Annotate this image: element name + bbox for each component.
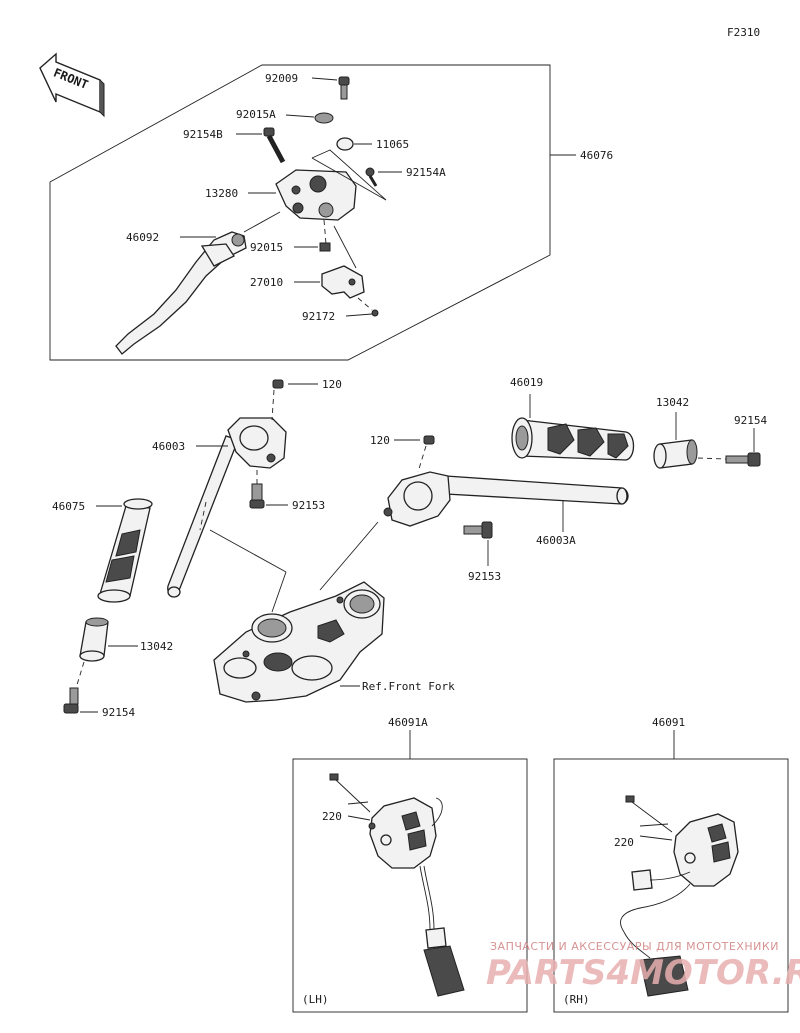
weight-13042-left bbox=[79, 617, 109, 662]
bolt-92153-right bbox=[463, 521, 493, 539]
nut-92015 bbox=[319, 219, 331, 252]
bolt-92154B bbox=[263, 127, 286, 164]
washer-92015A bbox=[314, 112, 334, 124]
bolt-92154-right bbox=[697, 428, 761, 467]
label-46003: 46003 bbox=[152, 440, 185, 453]
label-lh: (LH) bbox=[302, 993, 329, 1006]
grip-46019 bbox=[511, 394, 635, 461]
bolt-92154-left bbox=[63, 661, 85, 714]
label-46091: 46091 bbox=[652, 716, 685, 729]
label-13280: 13280 bbox=[205, 187, 238, 200]
bolt-92153-left bbox=[249, 470, 265, 509]
front-arrow-icon: FRONT bbox=[39, 52, 105, 118]
label-92154A: 92154A bbox=[406, 166, 446, 179]
grip-46075 bbox=[96, 498, 153, 603]
label-120-left: 120 bbox=[322, 378, 342, 391]
lever-46092 bbox=[115, 231, 247, 355]
label-46003A: 46003A bbox=[536, 534, 576, 547]
master-cylinder-13280 bbox=[275, 149, 387, 221]
screw-92172 bbox=[357, 297, 379, 317]
label-120-right: 120 bbox=[370, 434, 390, 447]
label-92153-left: 92153 bbox=[292, 499, 325, 512]
label-46075: 46075 bbox=[52, 500, 85, 513]
label-92015: 92015 bbox=[250, 241, 283, 254]
label-92015A: 92015A bbox=[236, 108, 276, 121]
label-46091A: 46091A bbox=[388, 716, 428, 729]
switch-46091 bbox=[620, 795, 739, 997]
watermark-line2: PARTS4MOTOR.RU bbox=[486, 953, 800, 993]
label-13042-right: 13042 bbox=[656, 396, 689, 409]
watermark-line1: ЗАПЧАСТИ И АКСЕССУАРЫ ДЛЯ МОТОТЕХНИКИ bbox=[490, 940, 779, 953]
cap-11065 bbox=[336, 137, 354, 151]
figure-code: F2310 bbox=[727, 26, 760, 39]
label-220-rh: 220 bbox=[614, 836, 634, 849]
label-46092: 46092 bbox=[126, 231, 159, 244]
label-46019: 46019 bbox=[510, 376, 543, 389]
switch-27010 bbox=[321, 225, 365, 299]
handlebar-46003A bbox=[319, 435, 629, 591]
label-92154B: 92154B bbox=[183, 128, 223, 141]
assembly-boundary-46076 bbox=[49, 64, 551, 361]
label-27010: 27010 bbox=[250, 276, 283, 289]
triple-clamp bbox=[213, 581, 385, 703]
label-92153-right: 92153 bbox=[468, 570, 501, 583]
weight-13042-right bbox=[653, 412, 698, 469]
label-92009: 92009 bbox=[265, 72, 298, 85]
label-11065: 11065 bbox=[376, 138, 409, 151]
label-92172: 92172 bbox=[302, 310, 335, 323]
label-rh: (RH) bbox=[563, 993, 590, 1006]
switch-46091A bbox=[329, 773, 465, 997]
rh-switch-box bbox=[553, 758, 789, 1013]
bolt-92009 bbox=[338, 76, 350, 100]
label-220-lh: 220 bbox=[322, 810, 342, 823]
label-92154-right: 92154 bbox=[734, 414, 767, 427]
label-13042-left: 13042 bbox=[140, 640, 173, 653]
handlebar-46003 bbox=[167, 379, 287, 613]
label-92154-left: 92154 bbox=[102, 706, 135, 719]
screw-92154A bbox=[365, 167, 378, 187]
label-ref-front-fork: Ref.Front Fork bbox=[362, 680, 455, 693]
label-46076: 46076 bbox=[580, 149, 613, 162]
watermark: ЗАПЧАСТИ И АКСЕССУАРЫ ДЛЯ МОТОТЕХНИКИ PA… bbox=[486, 940, 800, 993]
